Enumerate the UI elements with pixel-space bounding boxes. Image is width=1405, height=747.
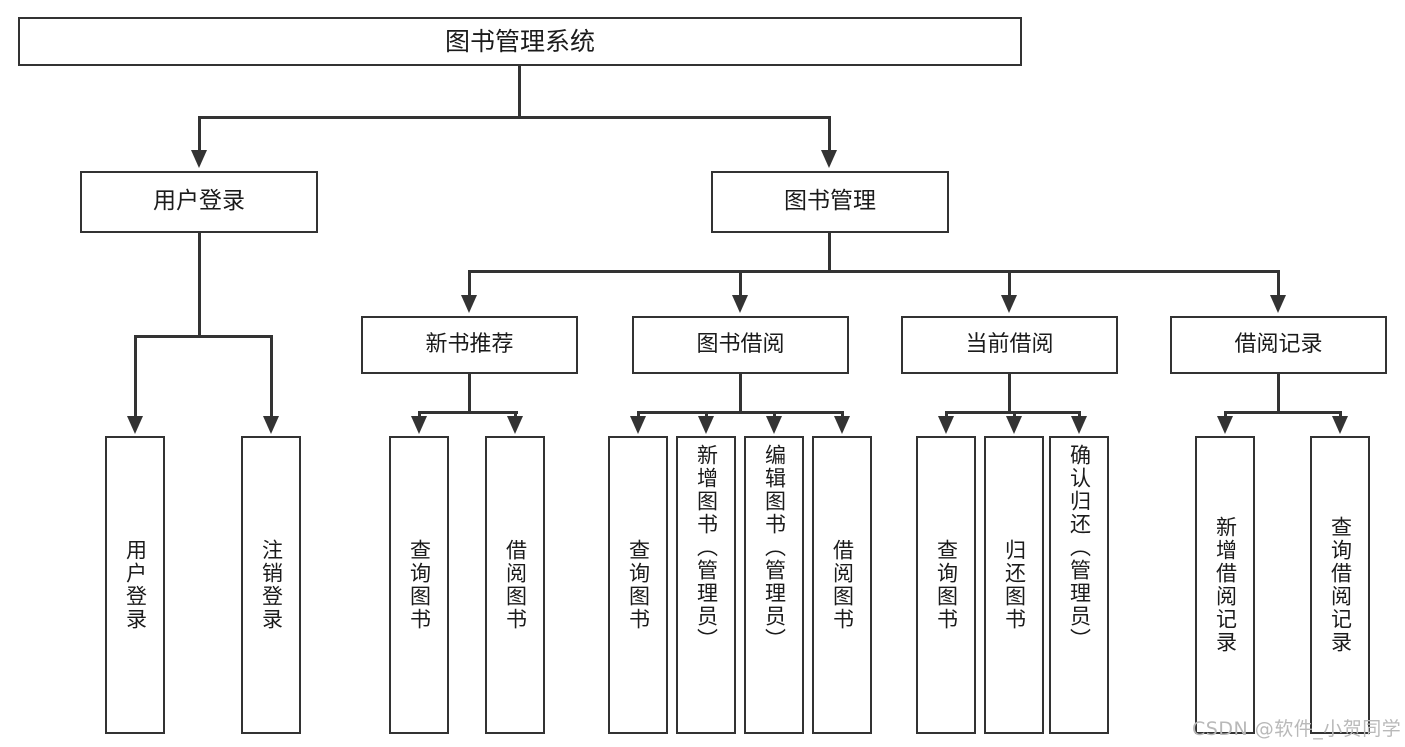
connector-current-borrow-drop-2 xyxy=(1013,411,1016,419)
node-borrow-record[interactable]: 借阅记录 xyxy=(1170,316,1387,374)
connector-borrow-record-drop-2 xyxy=(1339,411,1342,419)
leaf-book-borrow-add-book-admin[interactable]: 新增图书（管理员） xyxy=(676,436,736,734)
connector-new-book-drop-1 xyxy=(418,411,421,419)
leaf-label: 确认归还（管理员） xyxy=(1067,444,1092,651)
leaf-current-borrow-query-book[interactable]: 查询图书 xyxy=(916,436,976,734)
leaf-label: 注销登录 xyxy=(259,539,284,631)
connector-book-borrow-drop-4 xyxy=(841,411,844,419)
leaf-label: 新增借阅记录 xyxy=(1213,516,1238,654)
leaf-book-borrow-borrow-book[interactable]: 借阅图书 xyxy=(812,436,872,734)
connector-level3-drop-1 xyxy=(468,270,471,298)
connector-level3-drop-3 xyxy=(1008,270,1011,298)
leaf-user-login-logout[interactable]: 注销登录 xyxy=(241,436,301,734)
connector-current-borrow-stem xyxy=(1008,374,1011,411)
arrowhead-user-login-1 xyxy=(127,416,143,434)
node-label: 新书推荐 xyxy=(425,331,514,357)
watermark-text: CSDN @软件_小贺同学 xyxy=(1192,718,1402,740)
leaf-book-borrow-query-book[interactable]: 查询图书 xyxy=(608,436,668,734)
connector-user-login-drop-1 xyxy=(134,335,137,419)
node-new-book-recommend[interactable]: 新书推荐 xyxy=(361,316,578,374)
leaf-book-borrow-edit-book-admin[interactable]: 编辑图书（管理员） xyxy=(744,436,804,734)
leaf-borrow-record-add-record[interactable]: 新增借阅记录 xyxy=(1195,436,1255,734)
arrowhead-current-borrow-3 xyxy=(1071,416,1087,434)
leaf-borrow-record-query-record[interactable]: 查询借阅记录 xyxy=(1310,436,1370,734)
leaf-label: 编辑图书（管理员） xyxy=(762,444,787,651)
leaf-label: 用户登录 xyxy=(123,539,148,631)
node-label: 当前借阅 xyxy=(965,331,1054,357)
arrowhead-level3-2 xyxy=(732,295,748,313)
leaf-new-book-borrow-book[interactable]: 借阅图书 xyxy=(485,436,545,734)
connector-borrow-record-bus xyxy=(1224,411,1340,414)
leaf-label: 新增图书（管理员） xyxy=(694,444,719,651)
arrowhead-new-book-2 xyxy=(507,416,523,434)
leaf-label: 查询借阅记录 xyxy=(1328,516,1353,654)
node-label: 借阅记录 xyxy=(1234,331,1323,357)
connector-level2-drop-left xyxy=(198,116,201,153)
arrowhead-book-borrow-2 xyxy=(698,416,714,434)
leaf-label: 借阅图书 xyxy=(830,539,855,631)
arrowhead-new-book-1 xyxy=(411,416,427,434)
connector-current-borrow-bus xyxy=(945,411,1079,414)
leaf-user-login-login[interactable]: 用户登录 xyxy=(105,436,165,734)
leaf-label: 借阅图书 xyxy=(503,539,528,631)
node-user-login[interactable]: 用户登录 xyxy=(80,171,318,233)
node-label: 图书借阅 xyxy=(696,331,785,357)
arrowhead-current-borrow-1 xyxy=(938,416,954,434)
connector-root-stem xyxy=(518,66,521,117)
connector-book-borrow-drop-1 xyxy=(637,411,640,419)
connector-book-borrow-bus xyxy=(637,411,842,414)
leaf-label: 查询图书 xyxy=(407,539,432,631)
arrowhead-book-borrow-3 xyxy=(766,416,782,434)
connector-level3-drop-4 xyxy=(1277,270,1280,298)
arrowhead-borrow-record-1 xyxy=(1217,416,1233,434)
leaf-label: 查询图书 xyxy=(626,539,651,631)
arrowhead-level2-right xyxy=(821,150,837,168)
connector-book-management-stem xyxy=(828,233,831,270)
connector-book-borrow-drop-3 xyxy=(773,411,776,419)
leaf-new-book-query-book[interactable]: 查询图书 xyxy=(389,436,449,734)
node-root-book-management-system[interactable]: 图书管理系统 xyxy=(18,17,1022,66)
connector-user-login-bus xyxy=(134,335,272,338)
connector-current-borrow-drop-1 xyxy=(945,411,948,419)
arrowhead-level3-4 xyxy=(1270,295,1286,313)
connector-user-login-stem xyxy=(198,233,201,335)
leaf-current-borrow-confirm-return-admin[interactable]: 确认归还（管理员） xyxy=(1049,436,1109,734)
connector-level3-drop-2 xyxy=(739,270,742,298)
connector-user-login-drop-2 xyxy=(270,335,273,419)
arrowhead-level2-left xyxy=(191,150,207,168)
watermark-csdn: CSDN @软件_小贺同学 xyxy=(1192,714,1401,741)
leaf-current-borrow-return-book[interactable]: 归还图书 xyxy=(984,436,1044,734)
leaf-label: 查询图书 xyxy=(934,539,959,631)
connector-borrow-record-stem xyxy=(1277,374,1280,411)
arrowhead-book-borrow-1 xyxy=(630,416,646,434)
node-book-borrow[interactable]: 图书借阅 xyxy=(632,316,849,374)
node-label: 图书管理 xyxy=(784,188,876,215)
arrowhead-user-login-2 xyxy=(263,416,279,434)
node-book-management[interactable]: 图书管理 xyxy=(711,171,949,233)
connector-level2-drop-right xyxy=(828,116,831,153)
arrowhead-book-borrow-4 xyxy=(834,416,850,434)
connector-new-book-drop-2 xyxy=(514,411,517,419)
connector-borrow-record-drop-1 xyxy=(1224,411,1227,419)
arrowhead-borrow-record-2 xyxy=(1332,416,1348,434)
arrowhead-level3-1 xyxy=(461,295,477,313)
arrowhead-level3-3 xyxy=(1001,295,1017,313)
connector-book-borrow-stem xyxy=(739,374,742,411)
connector-new-book-stem xyxy=(468,374,471,411)
connector-book-borrow-drop-2 xyxy=(705,411,708,419)
connector-new-book-bus xyxy=(418,411,518,414)
arrowhead-current-borrow-2 xyxy=(1006,416,1022,434)
node-label: 图书管理系统 xyxy=(444,26,595,56)
node-label: 用户登录 xyxy=(153,188,245,215)
connector-level2-bus xyxy=(198,116,830,119)
connector-current-borrow-drop-3 xyxy=(1078,411,1081,419)
node-current-borrow[interactable]: 当前借阅 xyxy=(901,316,1118,374)
leaf-label: 归还图书 xyxy=(1002,539,1027,631)
connector-level3-bus xyxy=(468,270,1279,273)
